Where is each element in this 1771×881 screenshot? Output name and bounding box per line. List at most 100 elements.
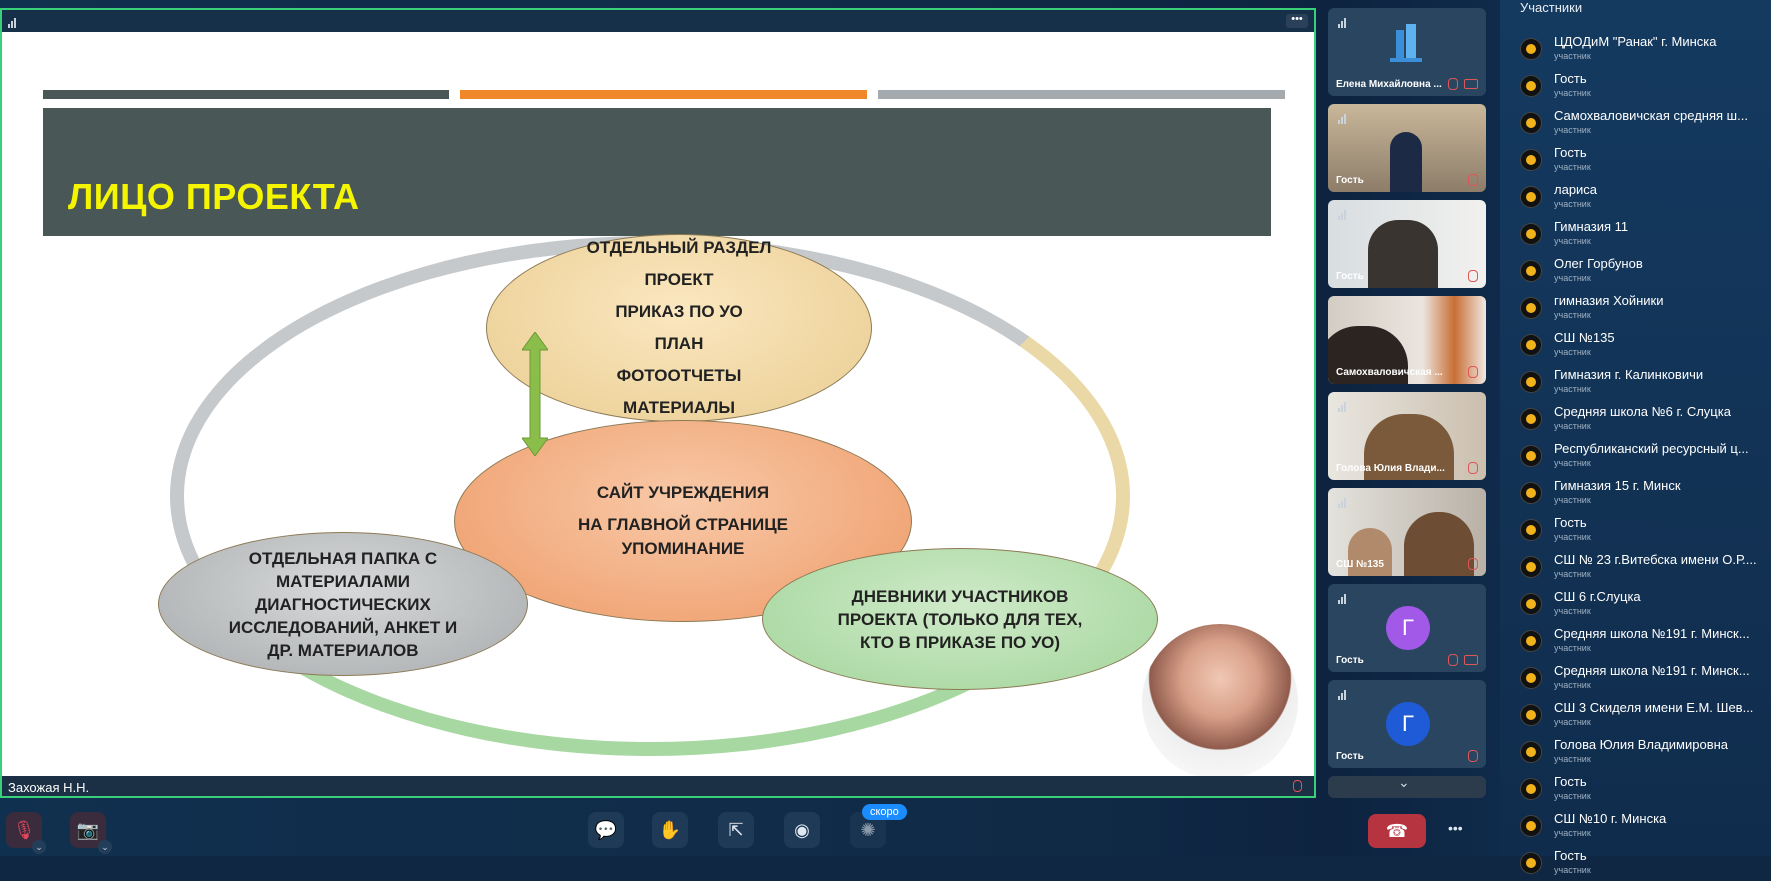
mic-toggle-button[interactable]: 🎙	[6, 812, 42, 848]
participant-role: участник	[1554, 569, 1591, 579]
chevron-down-icon[interactable]: ⌄	[1398, 776, 1410, 790]
more-options-button[interactable]: •••	[1448, 820, 1463, 836]
record-button[interactable]: ◉	[784, 812, 820, 848]
tile-name: Голова Юлия Влади...	[1336, 463, 1445, 474]
hand-icon: ✋	[658, 820, 682, 840]
participant-row[interactable]: Республиканский ресурсный ц... участник	[1520, 437, 1765, 474]
participant-tile[interactable]: Гость	[1328, 104, 1486, 192]
participant-row[interactable]: СШ №10 г. Минска участник	[1520, 807, 1765, 844]
participant-role: участник	[1554, 717, 1591, 727]
participant-role: участник	[1554, 88, 1591, 98]
participant-role: участник	[1554, 458, 1591, 468]
share-screen-button[interactable]: ⇱	[718, 812, 754, 848]
participant-role: участник	[1554, 199, 1591, 209]
participant-avatar-icon	[1520, 445, 1542, 467]
record-icon: ◉	[794, 820, 810, 840]
panel-title: Участники	[1520, 0, 1583, 15]
participant-avatar-icon	[1520, 75, 1542, 97]
signal-icon	[1338, 18, 1348, 28]
soon-badge: скоро	[862, 804, 907, 820]
school-logo-icon	[1390, 24, 1422, 62]
participant-name: СШ №10 г. Минска	[1554, 811, 1667, 826]
stage-more-button[interactable]: •••	[1286, 14, 1308, 28]
participant-name: Гимназия 11	[1554, 219, 1629, 234]
avatar: Г	[1386, 606, 1430, 650]
person-silhouette	[1390, 132, 1422, 192]
participant-role: участник	[1554, 828, 1591, 838]
ellipse-left-line: ДР. МАТЕРИАЛОВ	[267, 640, 419, 660]
participant-role: участник	[1554, 384, 1591, 394]
participant-name: Самохваловичская средняя ш...	[1554, 108, 1748, 123]
speaker-muted-mic-icon	[1293, 780, 1302, 792]
participant-name: СШ №135	[1554, 330, 1615, 345]
ellipse-center-line: САЙТ УЧРЕЖДЕНИЯ	[596, 483, 770, 502]
signal-icon	[1338, 402, 1348, 412]
end-call-button[interactable]: ☎	[1368, 814, 1426, 848]
participant-role: участник	[1554, 680, 1591, 690]
camera-off-icon	[1464, 79, 1478, 89]
speaker-stage: ••• ЛИЦО ПРОЕКТА ОТДЕЛЬНЫЙ РАЗДЕЛ ПРОЕКТ…	[0, 8, 1316, 798]
participant-tile[interactable]: Елена Михайловна ...	[1328, 8, 1486, 96]
participant-tile[interactable]: Голова Юлия Влади...	[1328, 392, 1486, 480]
mic-options-dropdown[interactable]: ⌄	[32, 840, 46, 854]
camera-off-icon: 📷	[76, 820, 100, 840]
participant-avatar-icon	[1520, 112, 1542, 134]
participant-avatar-icon	[1520, 556, 1542, 578]
stage-footer: Захожая Н.Н.	[2, 776, 1314, 796]
participant-name: Гость	[1554, 145, 1587, 160]
participant-tile[interactable]: Г Гость	[1328, 584, 1486, 672]
participant-name: Гость	[1554, 515, 1587, 530]
participant-tile[interactable]: Гость	[1328, 200, 1486, 288]
avatar: Г	[1386, 702, 1430, 746]
participant-avatar-icon	[1520, 371, 1542, 393]
signal-icon	[1338, 594, 1348, 604]
speaker-pip-video[interactable]	[1140, 622, 1300, 780]
participant-role: участник	[1554, 347, 1591, 357]
speaker-name-tag: Захожая Н.Н.	[8, 780, 90, 795]
participant-name: Республиканский ресурсный ц...	[1554, 441, 1749, 456]
participant-tile-partial[interactable]: ⌄	[1328, 776, 1486, 798]
camera-off-icon	[1464, 655, 1478, 665]
raise-hand-button[interactable]: ✋	[652, 812, 688, 848]
participant-row[interactable]: СШ 3 Скиделя имени Е.М. Шев...участник	[1520, 696, 1765, 733]
participant-avatar-icon	[1520, 852, 1542, 874]
ellipse-center-line: УПОМИНАНИЕ	[621, 539, 745, 558]
participant-avatar-icon	[1520, 260, 1542, 282]
participant-role: участник	[1554, 754, 1591, 764]
slide-title: ЛИЦО ПРОЕКТА	[68, 176, 360, 217]
ellipse-right-line: ПРОЕКТА (ТОЛЬКО ДЛЯ ТЕХ,	[837, 609, 1083, 629]
participant-tile[interactable]: Г Гость	[1328, 680, 1486, 768]
participant-tile[interactable]: Самохваловичская ...	[1328, 296, 1486, 384]
participant-row[interactable]: Средняя школа №191 г. Минск... участник	[1520, 659, 1765, 696]
participant-row[interactable]: СШ №135 участник	[1520, 326, 1765, 363]
participant-row[interactable]: Самохваловичская средняя ш...участник	[1520, 104, 1765, 141]
participant-row[interactable]: СШ № 23 г.Витебска имени О.Р....участник	[1520, 548, 1765, 585]
signal-icon	[1338, 210, 1348, 220]
participant-role: участник	[1554, 495, 1591, 505]
double-arrow-icon	[522, 332, 548, 456]
participant-name: Средняя школа №191 г. Минск...	[1554, 663, 1750, 678]
participant-tile[interactable]: СШ №135	[1328, 488, 1486, 576]
muted-mic-icon	[1468, 462, 1478, 474]
camera-options-dropdown[interactable]: ⌄	[98, 840, 112, 854]
muted-mic-icon	[1468, 558, 1478, 570]
person-silhouette	[1348, 528, 1392, 576]
chat-button[interactable]: 💬	[588, 812, 624, 848]
person-silhouette	[1364, 414, 1454, 480]
participant-row[interactable]: Средняя школа №191 г. Минск...участник	[1520, 622, 1765, 659]
